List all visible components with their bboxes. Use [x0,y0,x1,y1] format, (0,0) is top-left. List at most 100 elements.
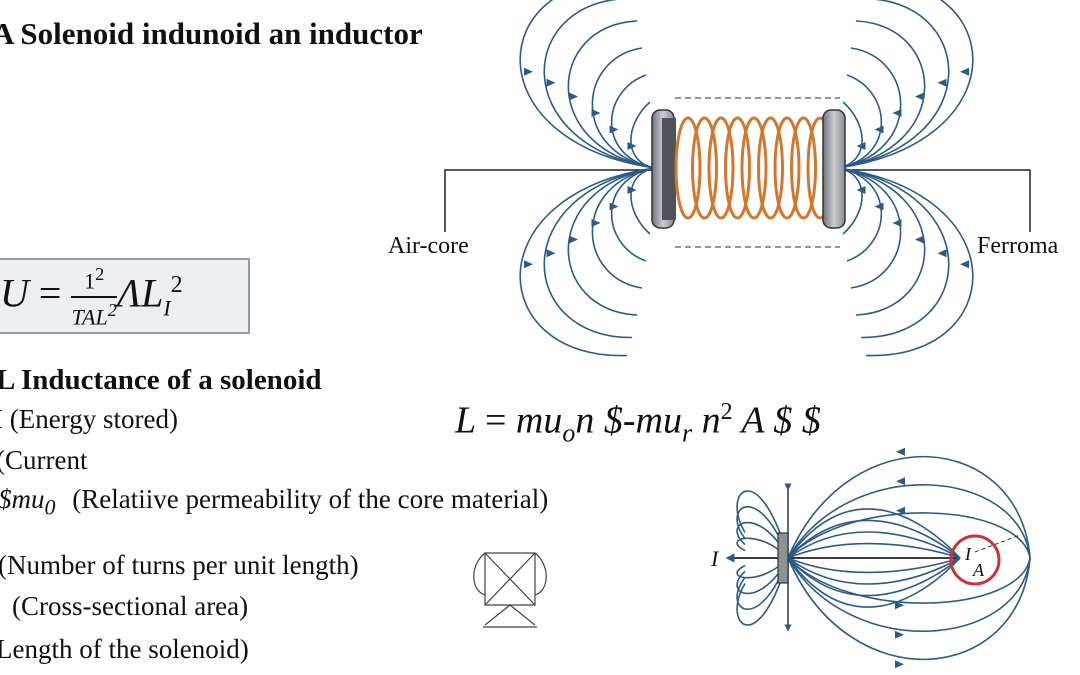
field-arrow [856,186,866,194]
field-line [543,0,656,169]
field-arrow [546,78,556,87]
fraction-numerator: 1 [84,268,96,294]
ind-eq: = [484,399,507,442]
radius-indicator [974,534,1021,553]
ferromagnetic-label: Ferroma [977,233,1059,259]
field-line [837,47,902,169]
field-line [519,167,656,357]
formula-fraction: 12 TAL2 [71,264,117,331]
right-end-disc [822,109,846,229]
ind-mu0-sub: o [562,418,576,448]
ind-lhs: L [455,399,476,442]
coil-turn [757,116,784,220]
field-line [543,167,656,339]
loop-field-line [736,490,961,559]
coil-turn [707,116,735,220]
rhs-sub: I [163,295,171,321]
field-arrow [546,249,556,258]
formula-rhs: ΛL [116,270,164,316]
definition-turns: (Number of turns per unit length) [0,550,359,580]
field-line [567,167,656,316]
loop-field-line [736,506,961,559]
field-line [837,167,950,339]
formula-lhs: U [0,270,29,316]
loop-field-line [736,557,961,626]
dashed-guides [675,97,840,248]
coil-turn [691,116,718,220]
field-line [610,74,656,169]
coil-turn [773,116,801,220]
definition-permeability: $mu0 (Relatiive permeability of the core… [0,486,548,518]
area-label: A [973,560,984,580]
field-arrow [915,235,924,244]
coil-turn [740,116,768,220]
coil-turn [674,116,702,220]
field-line [837,20,926,169]
inductance-formula: L = muon $-mur n2 A $ $ [455,400,821,446]
source-plate [777,532,789,584]
field-line [519,0,656,169]
definition-current: (Current [0,445,88,475]
field-line [837,167,902,289]
field-arrow [569,92,578,101]
definition-energy: I (Energy stored) [0,404,178,434]
field-arrow [856,142,866,150]
field-line [837,167,974,357]
coil-turn [790,116,817,220]
formula-eq: = [38,270,62,316]
field-arrow [960,260,969,269]
ind-mur: n $-mu [575,399,682,442]
loop-field-line [787,455,1031,661]
field-line [567,20,656,169]
definition-area: (Cross-sectional area) [12,591,249,621]
energy-formula: U = 12 TAL2 ΛLI 2 [0,264,183,331]
field-arrow [892,109,902,117]
mu-symbol: $mu [0,484,45,514]
inner-current-label: I [965,544,971,564]
field-line [837,0,950,169]
sketch-figure [473,552,547,628]
loop-field-line [736,557,961,595]
air-core-leader [444,169,660,232]
field-arrow [609,202,619,211]
field-arrow [915,92,924,101]
loop-field-arrow [896,447,905,456]
field-line [610,167,656,262]
loop-field-arrow [895,630,904,639]
loop-field-line [736,521,961,559]
loop-field-arrow [896,477,905,486]
current-label: I [711,546,719,571]
field-arrow [627,142,637,150]
field-line [837,167,883,262]
air-core-label: Air-core [388,233,469,259]
ind-mu0: mu [515,399,563,442]
loop-field-line [736,557,961,579]
loop-field-line [736,557,961,610]
field-arrow [937,249,947,258]
denominator-sup: 2 [107,300,117,321]
ind-mur-sub: r [681,418,693,448]
ind-n: n [701,399,721,442]
numerator-sup: 2 [95,264,105,284]
field-arrow [960,67,969,76]
field-arrow [627,186,637,194]
field-arrow [569,235,578,244]
field-arrow [524,260,533,269]
field-arrow [874,125,884,134]
loop-field-line [736,537,961,559]
loop-field-arrow [895,660,904,669]
field-arrow [609,125,619,134]
page-title: A Solenoid indunoid an inductor [0,16,423,51]
left-disc-face [662,118,676,220]
field-line [837,167,926,316]
loop-field-arrow [896,506,905,515]
field-line [837,74,883,169]
permeability-text: (Relatiive permeability of the core mate… [72,484,549,514]
ind-a: A $ $ [741,399,821,442]
field-line [837,0,974,169]
loop-field-arrow [895,601,904,610]
section-heading: L Inductance of a solenoid [0,364,322,396]
ind-n-sup: 2 [720,399,733,425]
field-line [591,167,656,289]
